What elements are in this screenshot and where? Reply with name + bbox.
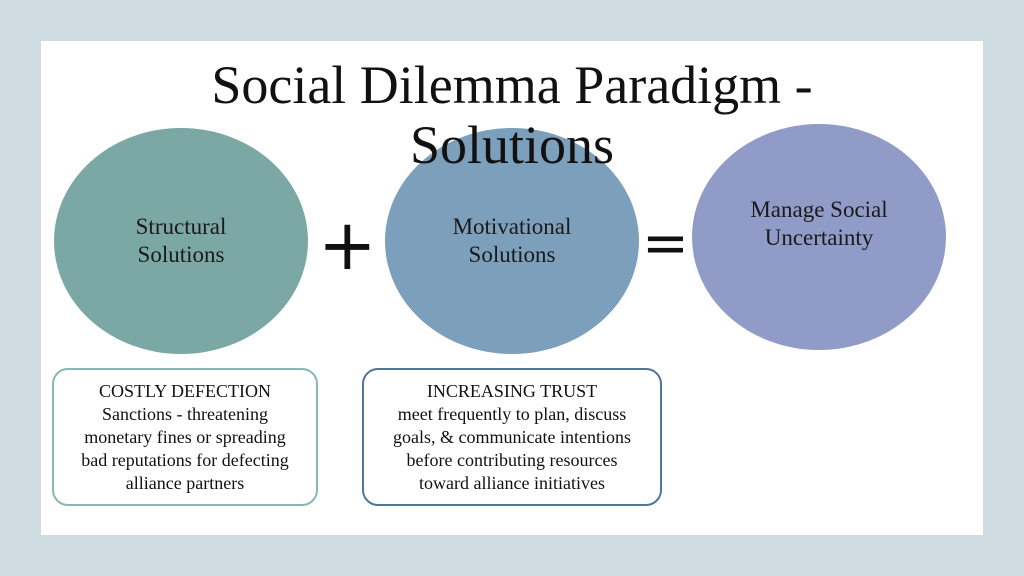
box-line: bad reputations for defecting [81, 449, 289, 470]
circle-label-line: Motivational [452, 214, 572, 239]
box-heading: INCREASING TRUST [426, 380, 598, 401]
increasing-trust-box: INCREASING TRUST meet frequently to plan… [362, 368, 662, 506]
structural-solutions-circle: Structural Solutions [54, 128, 308, 354]
plus-operator: + [318, 204, 377, 286]
box-heading: COSTLY DEFECTION [98, 380, 272, 401]
box-line: Sanctions - threatening [102, 403, 268, 424]
box-line: before contributing resources [406, 449, 618, 470]
circle-label-line: Solutions [137, 242, 225, 267]
motivational-solutions-circle: Motivational Solutions [385, 128, 639, 354]
box-line: monetary fines or spreading [84, 426, 286, 447]
equals-operator: = [642, 211, 689, 276]
title-line-2: Solutions [409, 115, 615, 175]
box-line: alliance partners [125, 472, 245, 493]
manage-uncertainty-circle: Manage Social Uncertainty [692, 124, 946, 350]
circle-label-line: Manage Social [750, 197, 888, 222]
box-line: goals, & communicate intentions [393, 426, 631, 447]
circle-label-line: Solutions [468, 242, 556, 267]
title-line-1: Social Dilemma Paradigm - [211, 55, 813, 115]
box-line: meet frequently to plan, discuss [397, 403, 627, 424]
slide-title: Social Dilemma Paradigm - Solutions [0, 55, 1024, 175]
costly-defection-box: COSTLY DEFECTION Sanctions - threatening… [52, 368, 318, 506]
circle-label-line: Structural [135, 214, 227, 239]
box-line: toward alliance initiatives [419, 472, 605, 493]
circle-label-line: Uncertainty [764, 225, 874, 250]
